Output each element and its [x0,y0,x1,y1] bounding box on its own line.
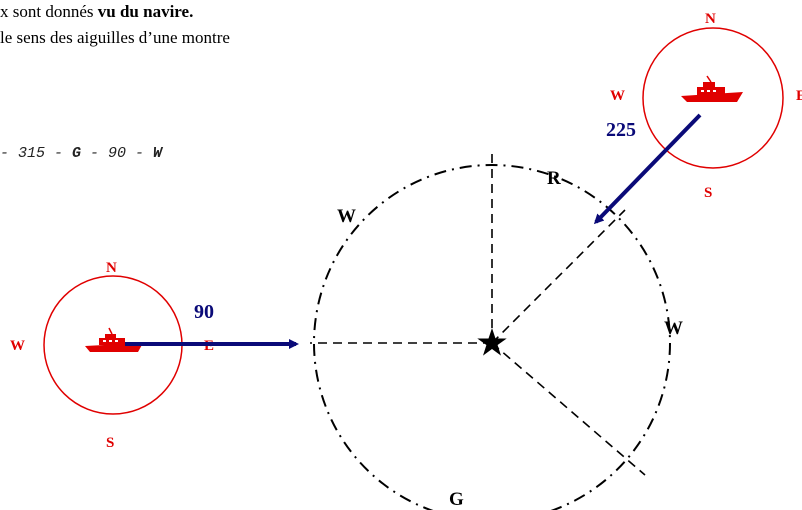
bearing-label-right: 225 [606,119,636,141]
instruction-line-2: le sens des aiguilles d’une montre [0,28,230,47]
instruction-line-1: x sont donnés vu du navire. [0,2,193,22]
compass-s: S [106,435,114,451]
sector-circle [313,164,671,510]
sector-label-w-right: W [664,318,683,339]
ship-icon [681,75,743,102]
bearing-arrow-right [593,113,702,225]
sector-label-r: R [547,168,561,189]
instruction-bold-text: vu du navire. [97,2,194,21]
sector-label-g: G [449,489,464,510]
compass-n: N [106,260,117,276]
compass-right: N W S E [610,11,802,201]
bearing-label-left: 90 [194,301,214,323]
compass-e: E [796,88,802,104]
sequence-part: - 90 - [81,145,154,162]
compass-w: W [10,338,25,354]
instruction-text: x sont donnés [0,2,98,21]
compass-n: N [705,11,716,27]
compass-ring [642,27,784,169]
compass-left: N W S E [10,260,214,451]
sequence-w: W [153,145,163,162]
sequence-g: G [72,145,82,162]
ship-icon [85,327,143,352]
sector-label-w-left: W [337,206,356,227]
light-sequence: - 315 - G - 90 - W [0,145,162,162]
lighthouse-star-icon [477,328,507,356]
compass-s: S [704,185,712,201]
compass-w: W [610,88,625,104]
sector-line-northeast [491,209,626,344]
sequence-part: - 315 - [0,145,73,162]
sector-line-southeast [491,342,646,476]
